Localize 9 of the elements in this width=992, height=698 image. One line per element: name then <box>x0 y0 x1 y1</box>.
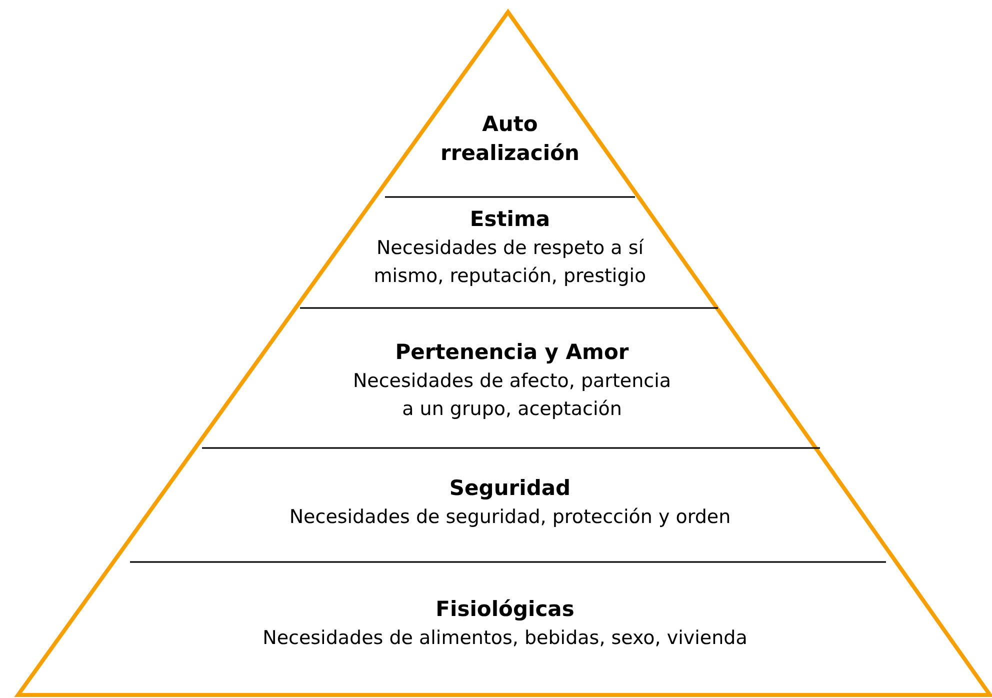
level-description: Necesidades de respeto a sí mismo, reputación, prestigio <box>372 236 648 289</box>
level-heading: Seguridad <box>449 475 571 502</box>
level-heading: Pertenencia y Amor <box>395 339 629 366</box>
level-description: Necesidades de seguridad, protección y orden <box>289 505 731 530</box>
level-description: Necesidades de afecto, partencia a un grupo, aceptación <box>352 369 672 422</box>
level-heading: Fisiológicas <box>436 596 574 623</box>
level-description: Necesidades de alimentos, bebidas, sexo, vivienda <box>262 626 748 651</box>
level-heading: Auto rrealización <box>440 111 580 167</box>
level-heading: Estima <box>470 206 550 233</box>
